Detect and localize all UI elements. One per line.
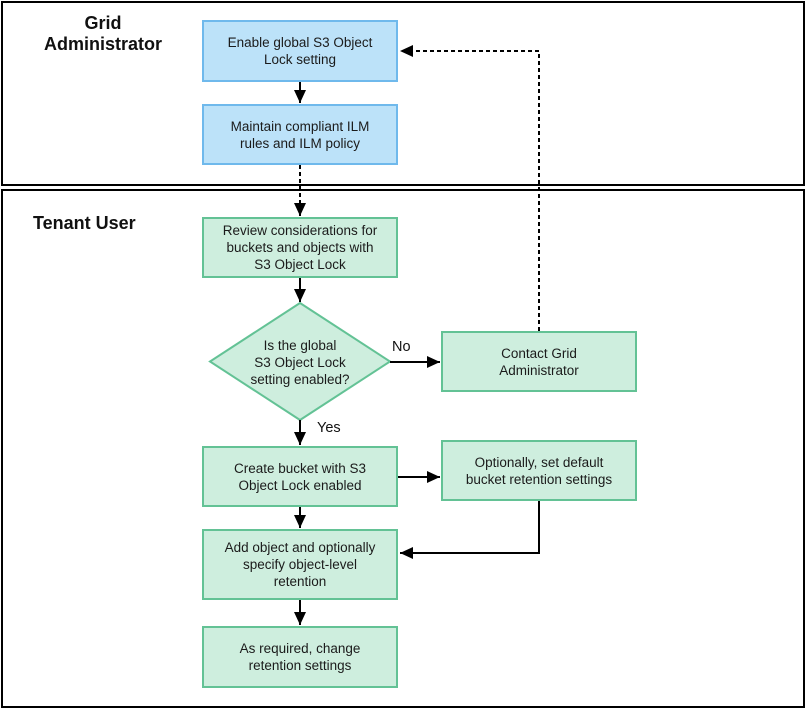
node-decision-global-setting-enabled: Is the global S3 Object Lock setting ena… xyxy=(250,337,350,387)
node-maintain-compliant-ilm: Maintain compliant ILM rules and ILM pol… xyxy=(202,104,398,165)
node-create-bucket: Create bucket with S3 Object Lock enable… xyxy=(202,446,398,507)
node-enable-global-s3-object-lock: Enable global S3 Object Lock setting xyxy=(202,20,398,82)
edge-label-no: No xyxy=(392,339,411,355)
node-review-considerations: Review considerations for buckets and ob… xyxy=(202,217,398,278)
lane-label-grid-administrator: Grid Administrator xyxy=(43,13,162,54)
lane-tenant-user xyxy=(1,189,805,708)
lane-label-tenant-user: Tenant User xyxy=(33,213,136,233)
node-change-retention-settings: As required, change retention settings xyxy=(202,626,398,688)
node-add-object: Add object and optionally specify object… xyxy=(202,529,398,600)
edge-label-yes: Yes xyxy=(317,420,341,436)
node-set-default-bucket-retention: Optionally, set default bucket retention… xyxy=(441,440,637,501)
node-contact-grid-administrator: Contact Grid Administrator xyxy=(441,331,637,392)
